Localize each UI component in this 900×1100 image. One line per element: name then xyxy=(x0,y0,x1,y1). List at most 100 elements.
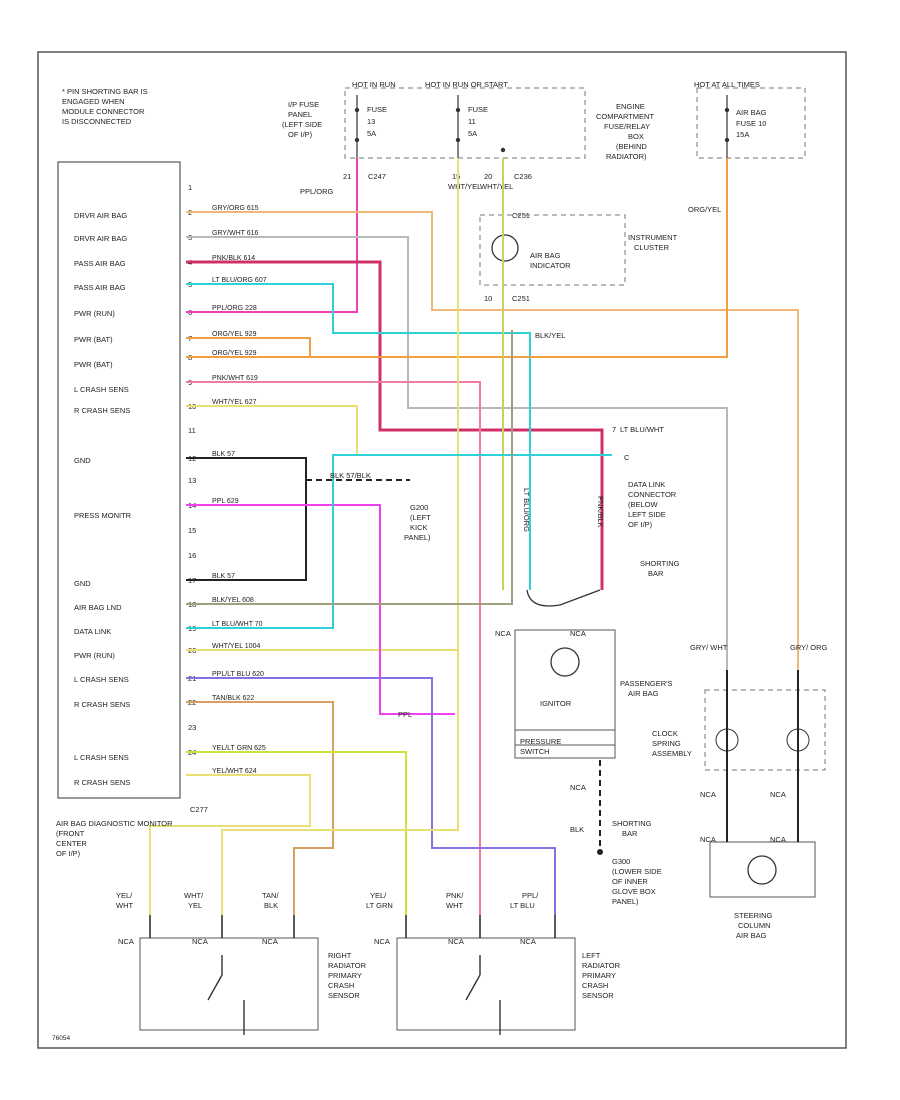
svg-text:HOT AT ALL TIMES: HOT AT ALL TIMES xyxy=(694,80,760,89)
module-wire-label: WHT/YEL 627 xyxy=(212,399,257,406)
svg-text:RADIATOR: RADIATOR xyxy=(328,961,367,970)
svg-text:PNK/BLK: PNK/BLK xyxy=(596,496,605,528)
svg-text:NCA: NCA xyxy=(700,835,716,844)
wire-yel-wht xyxy=(149,774,311,915)
svg-text:TAN/: TAN/ xyxy=(262,891,279,900)
module-wire-label: PNK/BLK 614 xyxy=(212,255,255,262)
svg-text:IGNITOR: IGNITOR xyxy=(540,699,572,708)
svg-text:OF I/P): OF I/P) xyxy=(288,130,313,139)
svg-text:10: 10 xyxy=(484,294,492,303)
module-pin-label: PWR (BAT) xyxy=(74,360,113,369)
airbag-fuse-box xyxy=(696,87,806,159)
svg-text:PANEL: PANEL xyxy=(288,110,312,119)
svg-text:(LOWER SIDE: (LOWER SIDE xyxy=(612,867,662,876)
module-pin-label: L CRASH SENS xyxy=(74,753,129,762)
svg-text:PASSENGER'S: PASSENGER'S xyxy=(620,679,673,688)
svg-text:NCA: NCA xyxy=(118,937,134,946)
module-pin-label: L CRASH SENS xyxy=(74,675,129,684)
svg-text:FUSE: FUSE xyxy=(468,105,488,114)
module-wire-label: GRY/ORG 615 xyxy=(212,205,259,212)
svg-text:ORG/YEL: ORG/YEL xyxy=(688,205,721,214)
svg-text:AIR BAG: AIR BAG xyxy=(736,931,767,940)
module-pin-label: DRVR AIR BAG xyxy=(74,211,127,220)
wire-blk-yel xyxy=(186,330,513,605)
svg-text:AIR BAG: AIR BAG xyxy=(736,108,767,117)
svg-text:NCA: NCA xyxy=(192,937,208,946)
airbag-indicator-icon xyxy=(491,234,519,262)
passenger-ignitor-icon xyxy=(550,647,580,677)
svg-text:NCA: NCA xyxy=(448,937,464,946)
svg-text:OF INNER: OF INNER xyxy=(612,877,648,886)
g300-ground-dot xyxy=(597,849,603,855)
svg-text:FUSE/RELAY: FUSE/RELAY xyxy=(604,122,650,131)
svg-text:INSTRUMENT: INSTRUMENT xyxy=(628,233,678,242)
svg-text:STEERING: STEERING xyxy=(734,911,773,920)
pressure-switch-box xyxy=(514,729,616,759)
svg-text:15: 15 xyxy=(452,172,460,181)
module-pin-label: R CRASH SENS xyxy=(74,778,130,787)
svg-text:NCA: NCA xyxy=(520,937,536,946)
module-pin-label: PWR (RUN) xyxy=(74,309,115,318)
wire-gry-wht xyxy=(186,236,728,670)
svg-text:MODULE CONNECTOR: MODULE CONNECTOR xyxy=(62,107,145,116)
module-pin-label: PRESS MONITR xyxy=(74,511,132,520)
wires xyxy=(149,158,799,915)
svg-text:LT BLU/WHT: LT BLU/WHT xyxy=(620,425,664,434)
svg-text:HOT IN RUN OR START: HOT IN RUN OR START xyxy=(425,80,508,89)
svg-text:CLOCK: CLOCK xyxy=(652,729,678,738)
svg-text:PRESSURE: PRESSURE xyxy=(520,737,561,746)
svg-text:PNK/: PNK/ xyxy=(446,891,464,900)
left-crash-sensor-box xyxy=(396,937,576,1031)
svg-text:WHT: WHT xyxy=(446,901,463,910)
svg-text:OF I/P): OF I/P) xyxy=(56,849,81,858)
svg-text:SHORTING: SHORTING xyxy=(612,819,652,828)
right-crash-sensor-box xyxy=(139,937,319,1031)
module-pin-labels: 123456789101112131415161718192021222324D… xyxy=(74,183,196,787)
pin-shorting-note: * PIN SHORTING BAR IS ENGAGED WHEN MODUL… xyxy=(62,87,148,126)
module-wire-label: PPL 629 xyxy=(212,498,239,505)
module-wire-label: LT BLU/WHT 70 xyxy=(212,621,263,628)
svg-text:20: 20 xyxy=(484,172,492,181)
svg-text:DATA LINK: DATA LINK xyxy=(628,480,665,489)
module-wire-label: WHT/YEL 1004 xyxy=(212,643,260,650)
sensor-switches xyxy=(207,955,501,1035)
passenger-airbag-labels: NCA NCA IGNITOR PRESSURE SWITCH PASSENGE… xyxy=(398,559,680,906)
module-wire-label: PPL/ORG 228 xyxy=(212,305,257,312)
diagnostic-module-box xyxy=(57,161,181,799)
wire-gry-org xyxy=(186,211,799,670)
svg-text:* PIN SHORTING BAR IS: * PIN SHORTING BAR IS xyxy=(62,87,148,96)
steering-ignitor-icon xyxy=(747,855,777,885)
svg-text:(LEFT: (LEFT xyxy=(410,513,431,522)
module-pin-label: PASS AIR BAG xyxy=(74,283,126,292)
svg-text:21: 21 xyxy=(343,172,351,181)
svg-text:(BELOW: (BELOW xyxy=(628,500,659,509)
svg-text:SENSOR: SENSOR xyxy=(582,991,614,1000)
svg-text:PANEL): PANEL) xyxy=(404,533,431,542)
svg-text:SENSOR: SENSOR xyxy=(328,991,360,1000)
svg-text:PRIMARY: PRIMARY xyxy=(328,971,362,980)
module-pin-label: L CRASH SENS xyxy=(74,385,129,394)
svg-text:IS DISCONNECTED: IS DISCONNECTED xyxy=(62,117,132,126)
instrument-cluster-box xyxy=(479,214,626,286)
module-wire-label: GRY/WHT 616 xyxy=(212,230,259,237)
svg-text:PPL: PPL xyxy=(398,710,412,719)
module-pin-number: 1 xyxy=(188,183,192,192)
svg-text:NCA: NCA xyxy=(495,629,511,638)
svg-text:NCA: NCA xyxy=(770,835,786,844)
svg-text:C277: C277 xyxy=(190,805,208,814)
module-wire-label: YEL/WHT 624 xyxy=(212,768,257,775)
wire-yel-lt-grn xyxy=(186,751,407,915)
shorting-bar-shape xyxy=(526,589,601,607)
svg-text:CRASH: CRASH xyxy=(328,981,354,990)
svg-text:WHT/: WHT/ xyxy=(184,891,204,900)
svg-text:OF I/P): OF I/P) xyxy=(628,520,653,529)
svg-text:WHT/YEL: WHT/YEL xyxy=(448,182,481,191)
steering-airbag-box xyxy=(709,841,816,898)
svg-text:INDICATOR: INDICATOR xyxy=(530,261,571,270)
wire-pnk-blk xyxy=(186,260,604,590)
svg-text:YEL: YEL xyxy=(188,901,202,910)
svg-text:PRIMARY: PRIMARY xyxy=(582,971,616,980)
svg-text:G200: G200 xyxy=(410,503,428,512)
svg-text:GRY/ ORG: GRY/ ORG xyxy=(790,643,828,652)
